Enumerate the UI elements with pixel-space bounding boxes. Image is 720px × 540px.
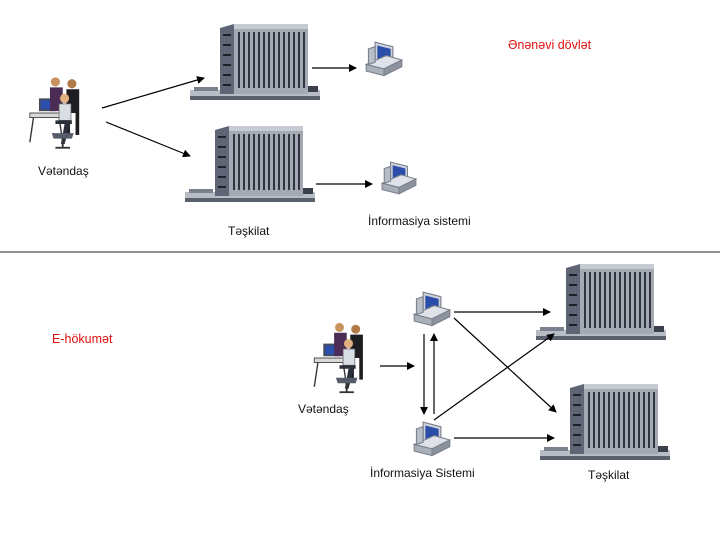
info-system-label: İnformasiya sistemi — [368, 214, 471, 228]
computer-icon — [365, 41, 403, 77]
arrow — [101, 76, 205, 109]
arrow — [105, 121, 191, 158]
building-icon — [185, 126, 315, 202]
citizen-group-icon — [313, 322, 364, 394]
building-icon — [536, 264, 666, 340]
computer-icon — [413, 291, 451, 327]
traditional-government-title: Ənənəvi dövlət — [508, 38, 592, 52]
arrow — [453, 317, 557, 413]
e-government-title: E-hökumət — [52, 332, 113, 346]
info-system-label: İnformasiya Sistemi — [370, 466, 475, 480]
organization-label: Təşkilat — [228, 224, 270, 238]
organization-label: Təşkilat — [588, 468, 630, 482]
citizen-label: Vətəndaş — [298, 402, 349, 416]
citizen-group-icon — [28, 76, 81, 149]
computer-icon — [381, 161, 417, 195]
arrow — [433, 333, 555, 421]
computer-icon — [413, 421, 451, 457]
building-icon — [540, 384, 670, 460]
citizen-label: Vətəndaş — [38, 164, 89, 178]
building-icon — [190, 24, 320, 100]
